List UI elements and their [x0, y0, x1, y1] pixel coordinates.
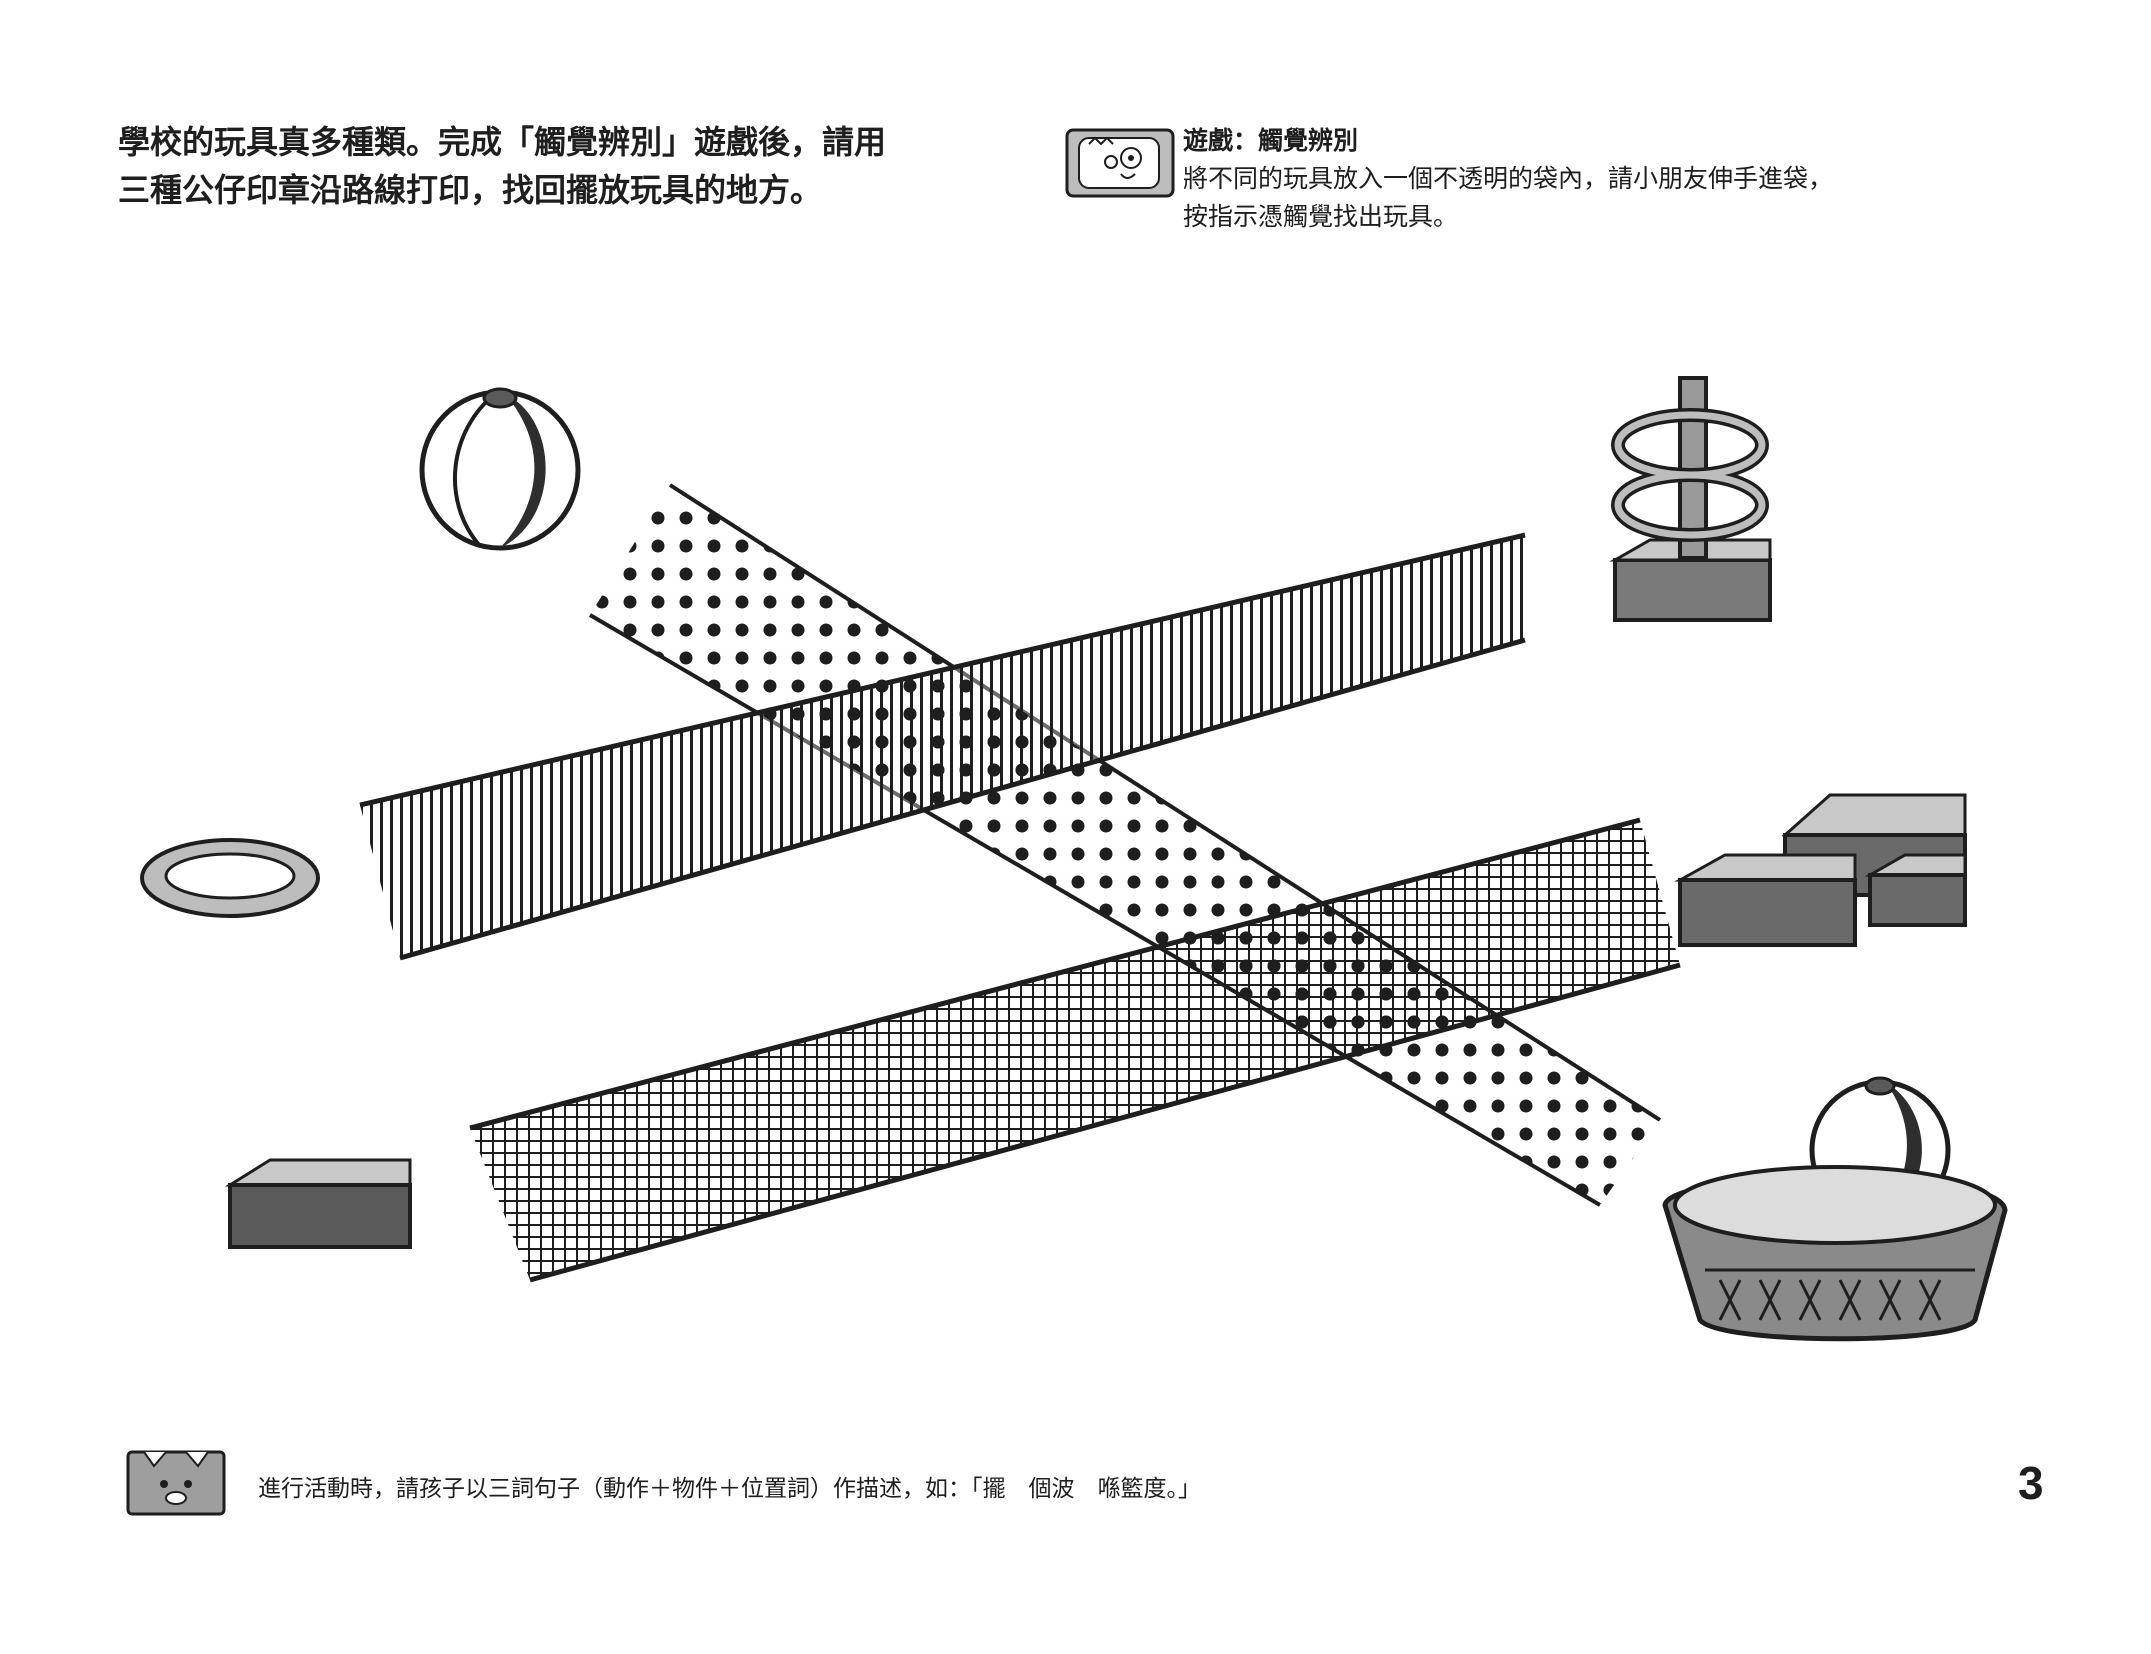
game-description: 將不同的玩具放入一個不透明的袋內，請小朋友伸手進袋， 按指示憑觸覺找出玩具。 [1183, 160, 2063, 236]
basket-with-ball-toy [1662, 1076, 2008, 1342]
beach-ball-toy [419, 387, 581, 551]
game-description-line-2: 按指示憑觸覺找出玩具。 [1183, 202, 1459, 231]
ring-stacker-toy [1609, 376, 1772, 622]
single-block-toy [224, 1158, 412, 1249]
building-blocks-toy [1674, 793, 1967, 947]
page-number: 3 [2018, 1457, 2044, 1509]
footer-note: 進行活動時，請孩子以三詞句子（動作＋物件＋位置詞）作描述，如：「擺 個波 喺籃度… [258, 1476, 1201, 1502]
animal-face-icon [126, 1450, 226, 1516]
peeking-face-icon [1065, 128, 1175, 198]
instruction-line-2: 三種公仔印章沿路線打印，找回擺放玩具的地方。 [118, 171, 823, 209]
hoop-ring-toy [140, 838, 320, 918]
game-description-line-1: 將不同的玩具放入一個不透明的袋內，請小朋友伸手進袋， [1183, 164, 1834, 193]
game-title: 遊戲：觸覺辨別 [1183, 126, 1359, 155]
activity-instructions: 學校的玩具真多種類。完成「觸覺辨別」遊戲後，請用 三種公仔印章沿路線打印，找回擺… [118, 118, 978, 214]
instruction-line-1: 學校的玩具真多種類。完成「觸覺辨別」遊戲後，請用 [118, 123, 887, 161]
